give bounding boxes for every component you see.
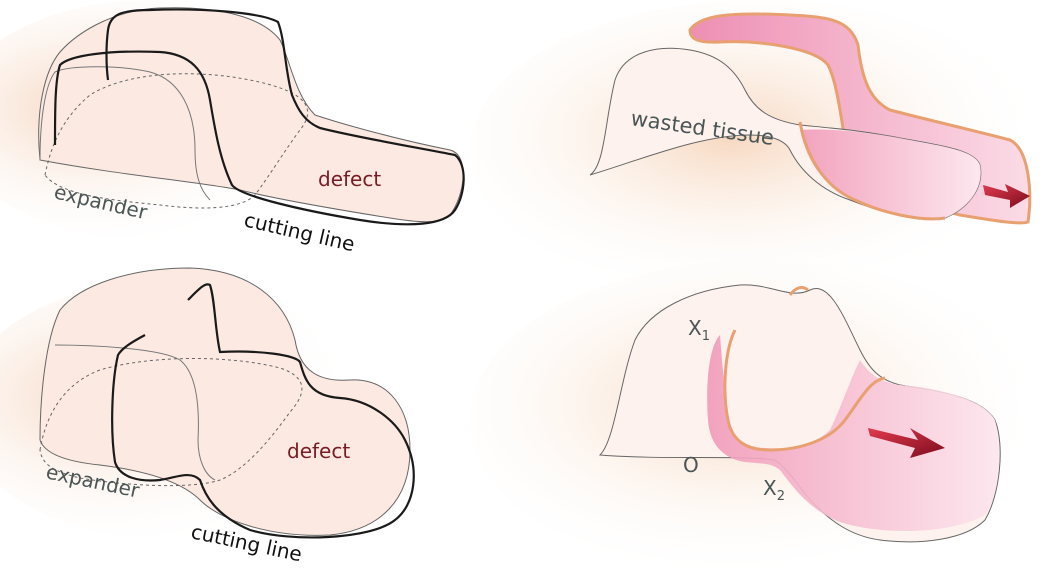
skin-surface-tl: [38, 7, 464, 223]
contour-line-bl-1: [54, 344, 216, 481]
flap-top-edge-br: [788, 286, 809, 296]
expander-outline-bl: [39, 358, 303, 487]
point-o-label: O: [683, 453, 699, 477]
panel-top-left: expander cutting line defect: [0, 0, 465, 256]
movement-arrow-br-icon: [868, 428, 945, 458]
panel-bottom-left: expander cutting line defect: [0, 267, 415, 566]
flap-interior-tr: [800, 129, 981, 219]
contour-line-tl-1: [39, 66, 211, 201]
point-x1-label: X1: [688, 316, 710, 344]
panel-top-right: wasted tissue: [470, 0, 1050, 300]
flap-interior-br: [707, 335, 1000, 532]
cutting-line-tl[interactable]: [53, 8, 465, 226]
glow-tr: [470, 0, 1050, 300]
cutting-line-label-tl: cutting line: [242, 207, 357, 256]
defect-label-bl: defect: [287, 439, 350, 463]
panel-bottom-right: X1 O X2: [470, 260, 1050, 580]
cutting-line-bl[interactable]: [111, 283, 415, 539]
point-x2-label: X2: [763, 476, 785, 504]
flap-edge-br: [723, 329, 886, 452]
skin-surface-bl: [39, 267, 411, 536]
expander-outline-tl: [44, 73, 309, 209]
defect-label-tl: defect: [318, 167, 381, 191]
flap-edge-tr: [798, 121, 946, 221]
movement-arrow-tr-icon: [983, 184, 1030, 208]
